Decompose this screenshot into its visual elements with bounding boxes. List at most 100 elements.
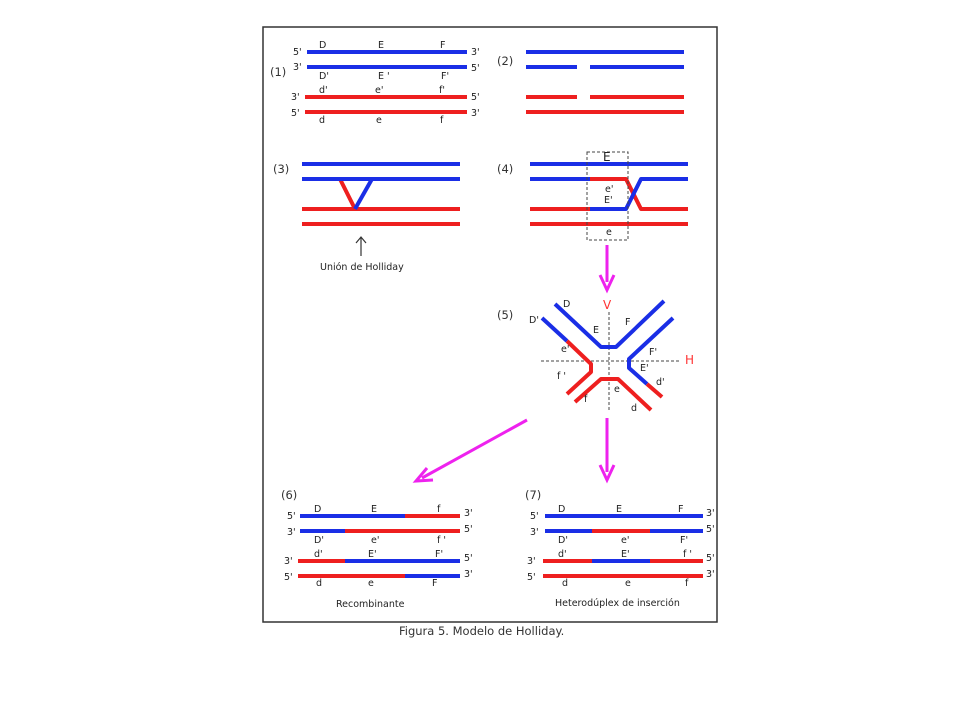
p7-end-1: 5'	[530, 511, 539, 522]
p5-strand-F-prime-E-prime	[627, 316, 675, 386]
p1-label-e-prime: e'	[375, 85, 383, 96]
p1-label-e: e	[376, 115, 382, 126]
magenta-arrows	[412, 245, 616, 484]
p7-label-e: e	[625, 578, 631, 589]
p7-end-3: 3'	[530, 527, 539, 538]
p5-strand-D-prime	[540, 316, 569, 343]
p3-blue-cross	[353, 178, 374, 210]
p6-label-f: f	[437, 504, 441, 515]
panel-2: (2)	[497, 50, 684, 114]
panel-6: (6) D E f D' e' f ' d' E' F' d e F 5' 3'…	[281, 488, 473, 610]
p7-label-E-prime: E'	[621, 549, 630, 560]
p7-end-2: 3'	[706, 508, 715, 519]
arrow-5-to-6	[421, 418, 528, 480]
panel-5: (5) V H D D' E F e' F' E' f ' e d' f d	[497, 298, 694, 414]
panel-7-number: (7)	[525, 488, 541, 502]
p1-label-d-prime: d'	[319, 85, 328, 96]
panel-7: (7) D E F D' e' F' d' E' f ' d e f 5' 3'…	[525, 488, 715, 609]
p5-label-E-prime: E'	[640, 363, 649, 374]
p5-strand-e-prime-f-prime	[565, 339, 593, 396]
p6-label-D-prime: D'	[314, 535, 324, 546]
p1-end-5-right: 5'	[471, 63, 480, 74]
p1-label-F-prime: F'	[441, 71, 449, 82]
p4-label-E-prime: E'	[604, 195, 613, 206]
p1-label-E: E	[378, 40, 384, 51]
p4-heteroduplex-box	[586, 151, 629, 241]
p6-end-2: 3'	[464, 508, 473, 519]
p5-label-e-prime: e'	[561, 344, 569, 355]
p5-label-E: E	[593, 325, 599, 336]
p1-end-3-left: 3'	[293, 62, 302, 73]
p6-end-6: 5'	[464, 553, 473, 564]
p6-label-d-prime: d'	[314, 549, 323, 560]
p5-label-D: D	[563, 299, 570, 310]
p6-label-e-prime: e'	[371, 535, 379, 546]
p6-label-f-prime: f '	[437, 535, 446, 546]
p4-label-e: e	[606, 227, 612, 238]
p1-end-3-top-right: 3'	[471, 47, 480, 58]
p7-end-4: 5'	[706, 524, 715, 535]
panel-5-number: (5)	[497, 308, 513, 322]
p5-label-e: e	[614, 384, 620, 395]
p7-label-f-prime: f '	[683, 549, 692, 560]
p1-label-d: d	[319, 115, 325, 126]
panel-3: (3) Unión de Holliday	[273, 162, 460, 273]
p4-label-E: E	[603, 150, 611, 164]
p7-label-d-prime: d'	[558, 549, 567, 560]
p7-label-d: d	[562, 578, 568, 589]
p7-label-D-prime: D'	[558, 535, 568, 546]
p3-strand-crossing-red	[302, 177, 460, 211]
p1-label-D-prime: D'	[319, 71, 329, 82]
p6-end-3: 3'	[287, 527, 296, 538]
p1-label-E-prime: E '	[378, 71, 390, 82]
axis-h-label: H	[685, 353, 694, 367]
p6-label-F: F	[432, 578, 437, 589]
panel-4: (4) E e' E' e	[497, 150, 688, 241]
p5-label-D-prime: D'	[529, 315, 539, 326]
p5-label-f-prime: f '	[557, 371, 566, 382]
panel-6-number: (6)	[281, 488, 297, 502]
p7-label-e-prime: e'	[621, 535, 629, 546]
p7-end-8: 3'	[706, 569, 715, 580]
p5-label-d: d	[631, 403, 637, 414]
p6-label-D: D	[314, 504, 321, 515]
p1-end-3-bottom-right: 3'	[471, 108, 480, 119]
p6-end-5: 3'	[284, 556, 293, 567]
p5-label-d-prime: d'	[656, 377, 665, 388]
panel-1-number: (1)	[270, 65, 286, 79]
arrow-5-to-7-head	[598, 464, 616, 484]
p5-strand-d-prime	[645, 382, 664, 399]
p6-end-4: 5'	[464, 524, 473, 535]
panel-3-number: (3)	[273, 162, 289, 176]
p6-label-E: E	[371, 504, 377, 515]
panel-2-number: (2)	[497, 54, 513, 68]
arrow-5-to-6-head	[412, 467, 434, 483]
p7-end-5: 3'	[527, 556, 536, 567]
p6-label-e: e	[368, 578, 374, 589]
p7-label-E: E	[616, 504, 622, 515]
p7-end-6: 5'	[706, 553, 715, 564]
p1-end-5-bottom-left: 5'	[291, 108, 300, 119]
axis-v-label: V	[603, 298, 612, 312]
p1-label-f: f	[440, 115, 444, 126]
p7-label-D: D	[558, 504, 565, 515]
panel-1: (1) D E F D' E ' F' d' e' f' d e f 5' 3'…	[270, 40, 480, 126]
p5-label-F-prime: F'	[649, 347, 657, 358]
figure-frame	[262, 26, 718, 623]
p6-caption: Recombinante	[336, 599, 405, 610]
p5-strand-D-E-F	[553, 299, 666, 349]
holliday-junction-label: Unión de Holliday	[320, 262, 404, 273]
p1-label-D: D	[319, 40, 326, 51]
up-arrow-icon	[355, 236, 367, 256]
p5-label-f: f	[584, 394, 588, 405]
p6-end-7: 5'	[284, 572, 293, 583]
p1-label-f-prime: f'	[439, 85, 445, 96]
p1-end-3-red-left: 3'	[291, 92, 300, 103]
p6-end-1: 5'	[287, 511, 296, 522]
p5-strand-f-e-d	[573, 377, 653, 412]
p6-label-d: d	[316, 578, 322, 589]
p7-caption: Heterodúplex de inserción	[555, 598, 680, 609]
p1-label-F: F	[440, 40, 445, 51]
p4-label-e-prime: e'	[605, 184, 613, 195]
figure-caption: Figura 5. Modelo de Holliday.	[399, 624, 564, 638]
